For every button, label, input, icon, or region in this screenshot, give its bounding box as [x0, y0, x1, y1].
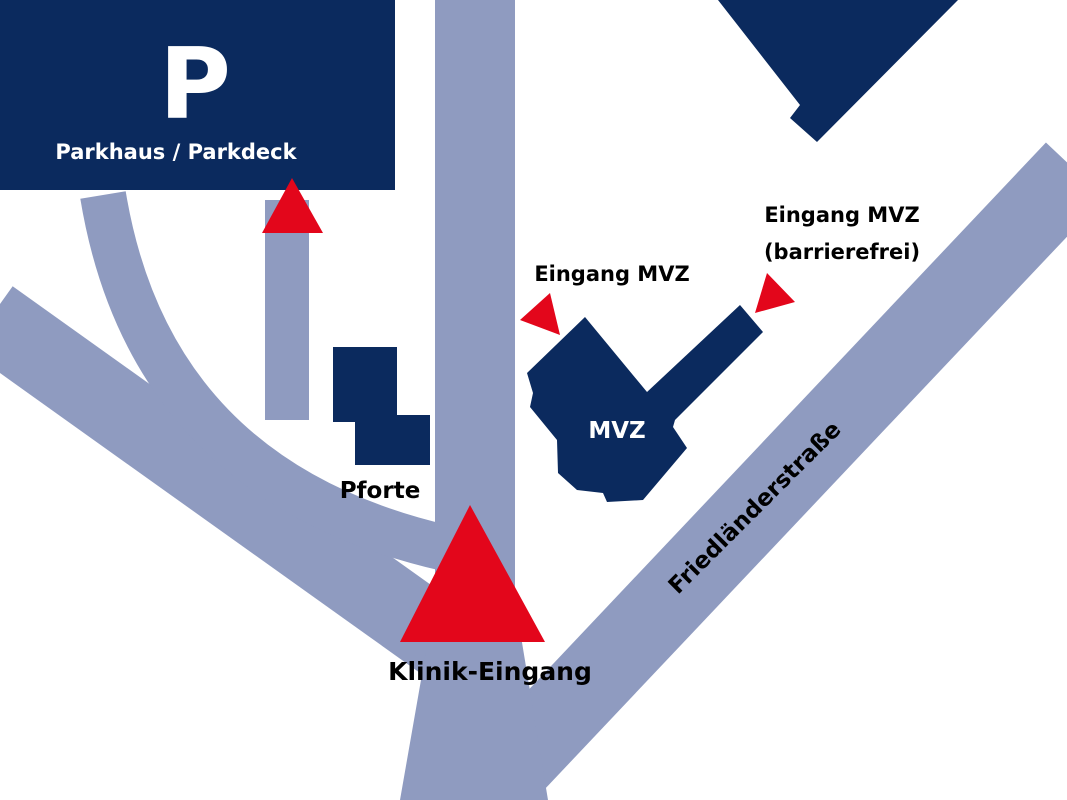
parking-label: Parkhaus / Parkdeck [55, 140, 297, 164]
road-curved [80, 191, 451, 571]
parking-garage [0, 0, 395, 190]
mvz-building [527, 305, 763, 502]
mvz-entrance-label: Eingang MVZ [534, 262, 689, 286]
roads [0, 142, 1067, 800]
building-top-right [718, 0, 958, 142]
main-entrance-label: Klinik-Eingang [388, 657, 592, 686]
road-friedlaenderstrasse [440, 142, 1067, 800]
gatehouse-label: Pforte [340, 478, 421, 504]
parking-entrance-marker [262, 178, 323, 233]
road-left-diagonal [0, 286, 478, 682]
parking-symbol: P [159, 28, 231, 142]
mvz-accessible-entrance-marker [755, 273, 795, 313]
mvz-accessible-entrance-label-line2: (barrierefrei) [764, 240, 920, 264]
gatehouse-building [333, 347, 430, 465]
mvz-label: MVZ [588, 418, 645, 444]
main-entrance-marker [400, 505, 545, 642]
mvz-accessible-entrance-label-line1: Eingang MVZ [764, 203, 919, 227]
mvz-entrance-marker [520, 293, 560, 335]
